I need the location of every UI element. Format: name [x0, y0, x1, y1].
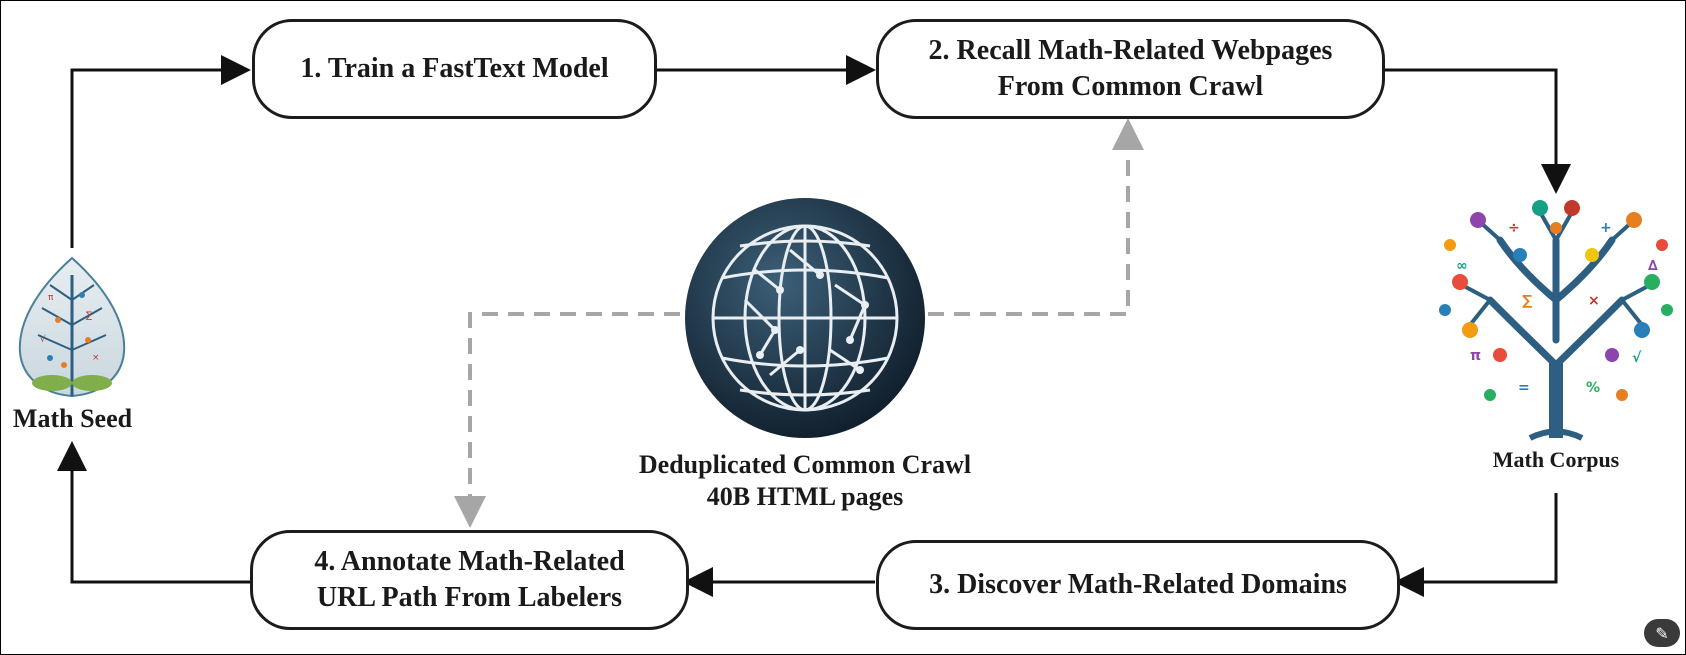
math-tree-icon: ÷ + π √ ∑ × = % ∞ ∆ — [1439, 200, 1673, 441]
svg-text:=: = — [1518, 380, 1530, 396]
step-train-label: 1. Train a FastText Model — [300, 53, 609, 84]
arrow-seed-to-train — [70, 55, 251, 248]
step-annotate-box: 4. Annotate Math-Related URL Path From L… — [250, 530, 689, 630]
step-recall-label: 2. Recall Math-Related Webpages From Com… — [928, 35, 1333, 102]
svg-text:÷: ÷ — [1508, 220, 1520, 236]
svg-text:∑: ∑ — [1522, 293, 1532, 309]
svg-text:√: √ — [1632, 350, 1642, 366]
svg-text:π: π — [1470, 348, 1481, 364]
leaf-icon: π ∑ √ × — [18, 256, 126, 398]
step-discover-label: 3. Discover Math-Related Domains — [929, 569, 1347, 600]
step-recall-box: 2. Recall Math-Related Webpages From Com… — [876, 19, 1385, 119]
arrow-annotate-to-seed — [57, 441, 250, 584]
svg-text:∆: ∆ — [1648, 258, 1658, 274]
svg-text:×: × — [1588, 293, 1600, 309]
math-seed-label: Math Seed — [12, 404, 133, 433]
svg-text:×: × — [92, 353, 100, 363]
dashed-crawl-to-annotate — [454, 312, 680, 528]
svg-text:∞: ∞ — [1456, 258, 1468, 274]
svg-text:π: π — [48, 293, 54, 303]
step-annotate-label: 4. Annotate Math-Related URL Path From L… — [314, 546, 625, 613]
svg-text:∑: ∑ — [86, 311, 92, 321]
dashed-crawl-to-recall — [928, 118, 1144, 316]
globe-icon — [685, 198, 925, 438]
math-corpus-label: Math Corpus — [1492, 447, 1620, 472]
common-crawl-label: Deduplicated Common Crawl 40B HTML pages — [638, 450, 972, 511]
edit-icon[interactable]: ✎ — [1644, 619, 1680, 647]
arrow-corpus-to-discover — [1394, 493, 1558, 597]
arrow-recall-to-corpus — [1385, 68, 1571, 194]
svg-text:+: + — [1600, 220, 1612, 236]
svg-text:√: √ — [40, 334, 46, 345]
svg-text:%: % — [1586, 380, 1600, 396]
step-discover-box: 3. Discover Math-Related Domains — [876, 540, 1400, 630]
step-train-box: 1. Train a FastText Model — [252, 19, 657, 119]
